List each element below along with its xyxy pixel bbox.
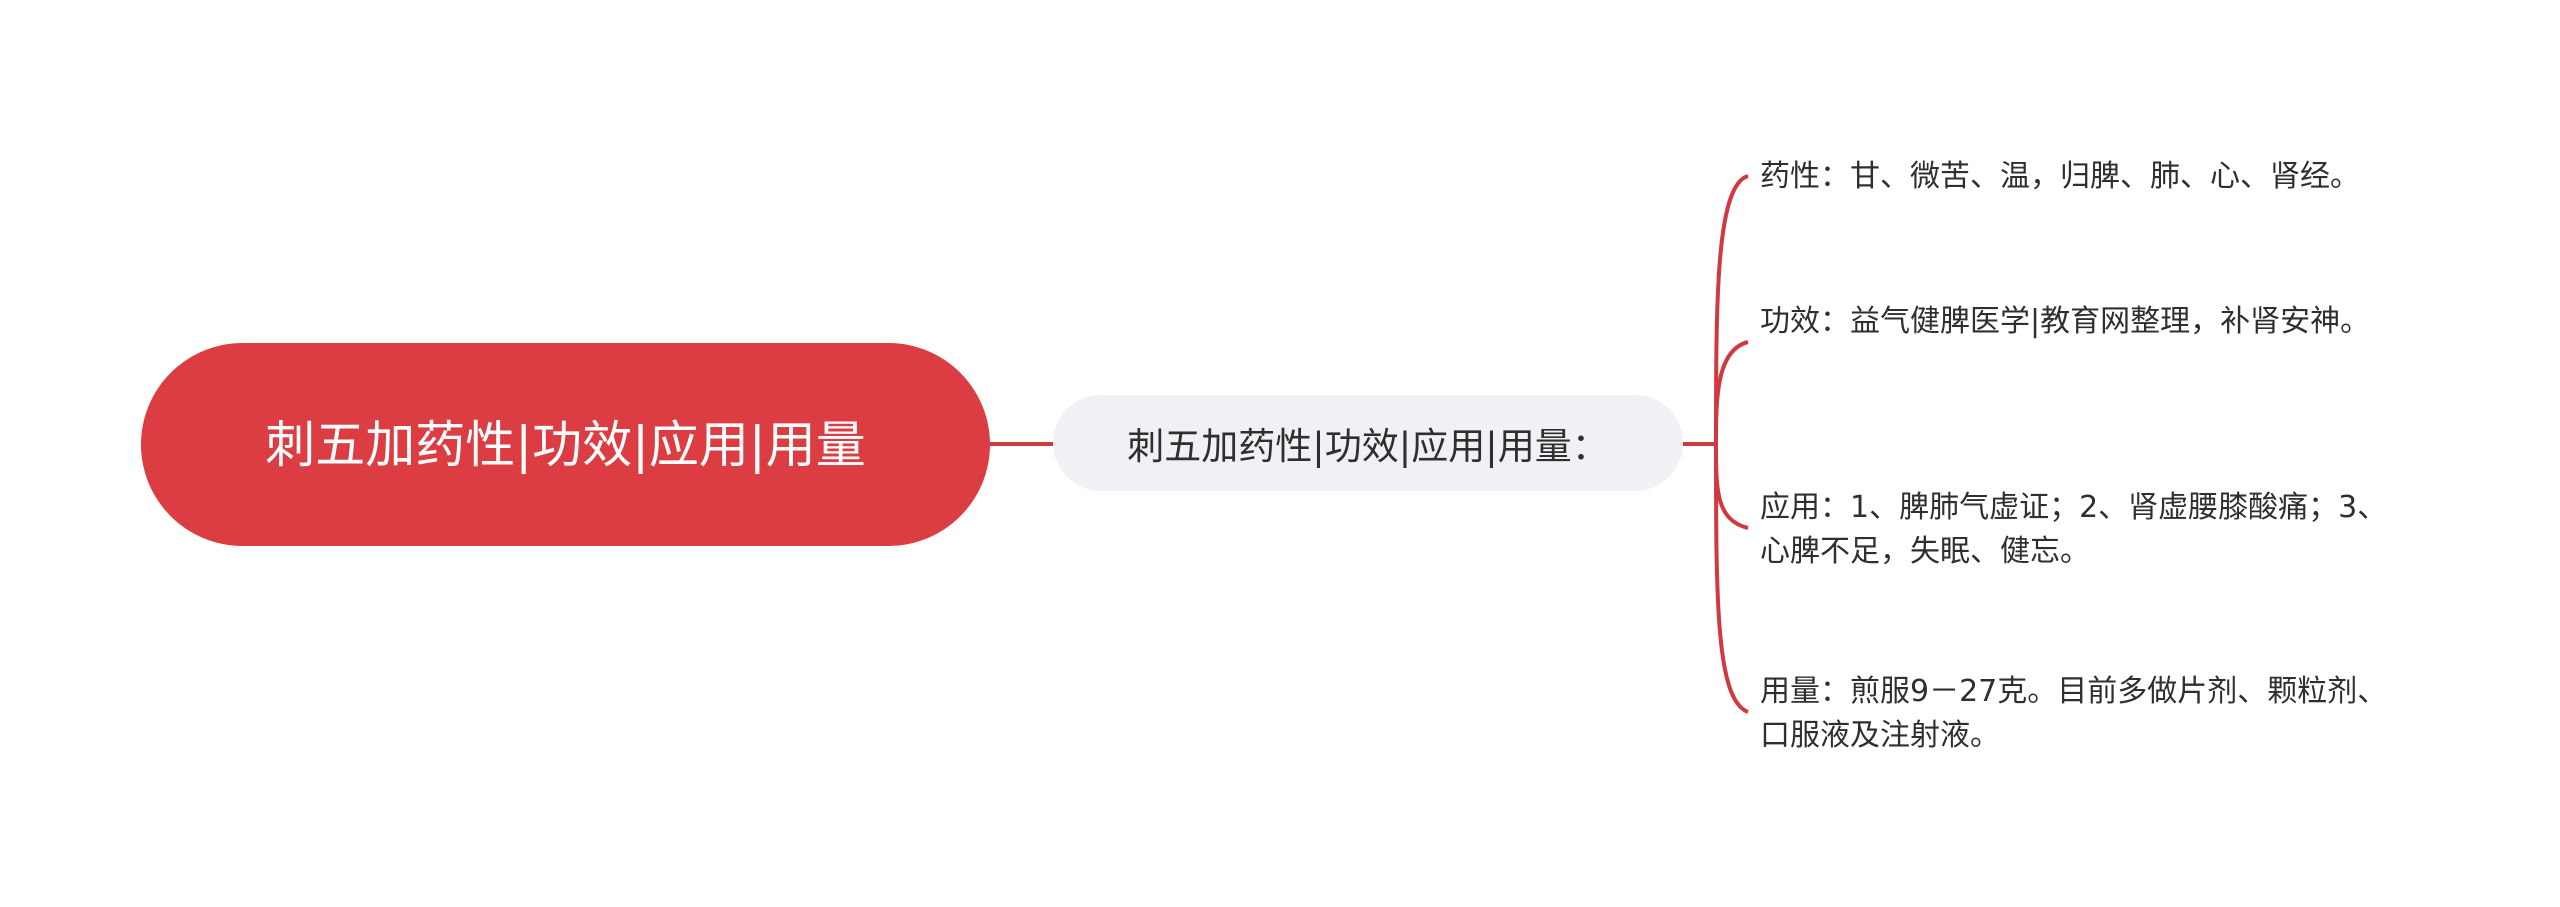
branch-node-applications[interactable]: 应用：1、脾肺气虚证；2、肾虚腰膝酸痛；3、心脾不足，失眠、健忘。 [1760,490,2388,569]
branch-connector-3 [1714,443,1749,714]
root-label: 刺五加药性|功效|应用|用量 [265,415,866,474]
branch-connector-1 [1714,340,1749,445]
branch-connector-0 [1714,174,1749,445]
branch-node-effects[interactable]: 功效：益气健脾医学|教育网整理，补肾安神。 [1760,304,2371,339]
branch-node-properties[interactable]: 药性：甘、微苦、温，归脾、肺、心、肾经。 [1760,159,2360,194]
topic-label: 刺五加药性|功效|应用|用量： [1127,425,1609,468]
root-node[interactable]: 刺五加药性|功效|应用|用量 [141,343,990,546]
topic-node[interactable]: 刺五加药性|功效|应用|用量： [1053,395,1683,491]
branch-node-dosage[interactable]: 用量：煎服9－27克。目前多做片剂、颗粒剂、口服液及注射液。 [1760,674,2388,753]
branch-connector-2 [1714,443,1749,530]
